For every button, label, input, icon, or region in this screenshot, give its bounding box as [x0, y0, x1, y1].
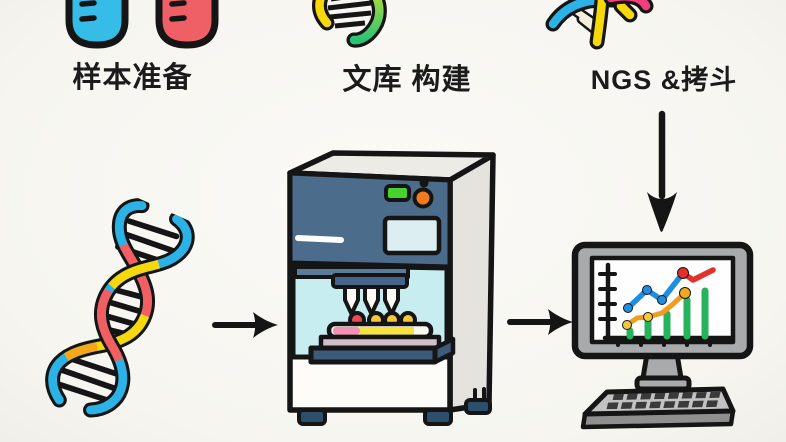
chart-bars-green [626, 287, 709, 340]
machine-side-face [447, 152, 496, 413]
monitor-stand-base [634, 375, 692, 392]
dna-segment-icon [312, 0, 387, 48]
analysis-computer-icon [571, 241, 754, 430]
monitor-chart [598, 262, 735, 347]
machine-nozzles [343, 285, 400, 316]
arrow-right-icon [212, 312, 278, 338]
dna-strand-icon [545, 0, 654, 50]
test-tube-red-icon [155, 0, 219, 49]
step-label-sample-prep: 样本准备 [72, 62, 193, 94]
keyboard-keys [606, 391, 721, 410]
machine-feet [297, 398, 492, 426]
chart-line-orange [624, 290, 688, 328]
test-tube-blue-icon [65, 0, 129, 49]
arrow-right-icon [507, 309, 573, 335]
machine-led-green [384, 184, 411, 202]
machine-button-orange [412, 187, 434, 209]
dna-double-helix-icon [6, 180, 210, 436]
step-label-ngs-sequencing: NGS &拷斗 [590, 65, 738, 95]
arrow-down-icon [647, 110, 677, 232]
sequencer-machine-icon [287, 150, 496, 426]
sample-plate [308, 311, 456, 365]
chart-line-blue [625, 270, 686, 311]
machine-dot-button [419, 178, 429, 188]
step-label-library-construction: 文库 构建 [342, 64, 472, 96]
machine-display [382, 215, 442, 256]
